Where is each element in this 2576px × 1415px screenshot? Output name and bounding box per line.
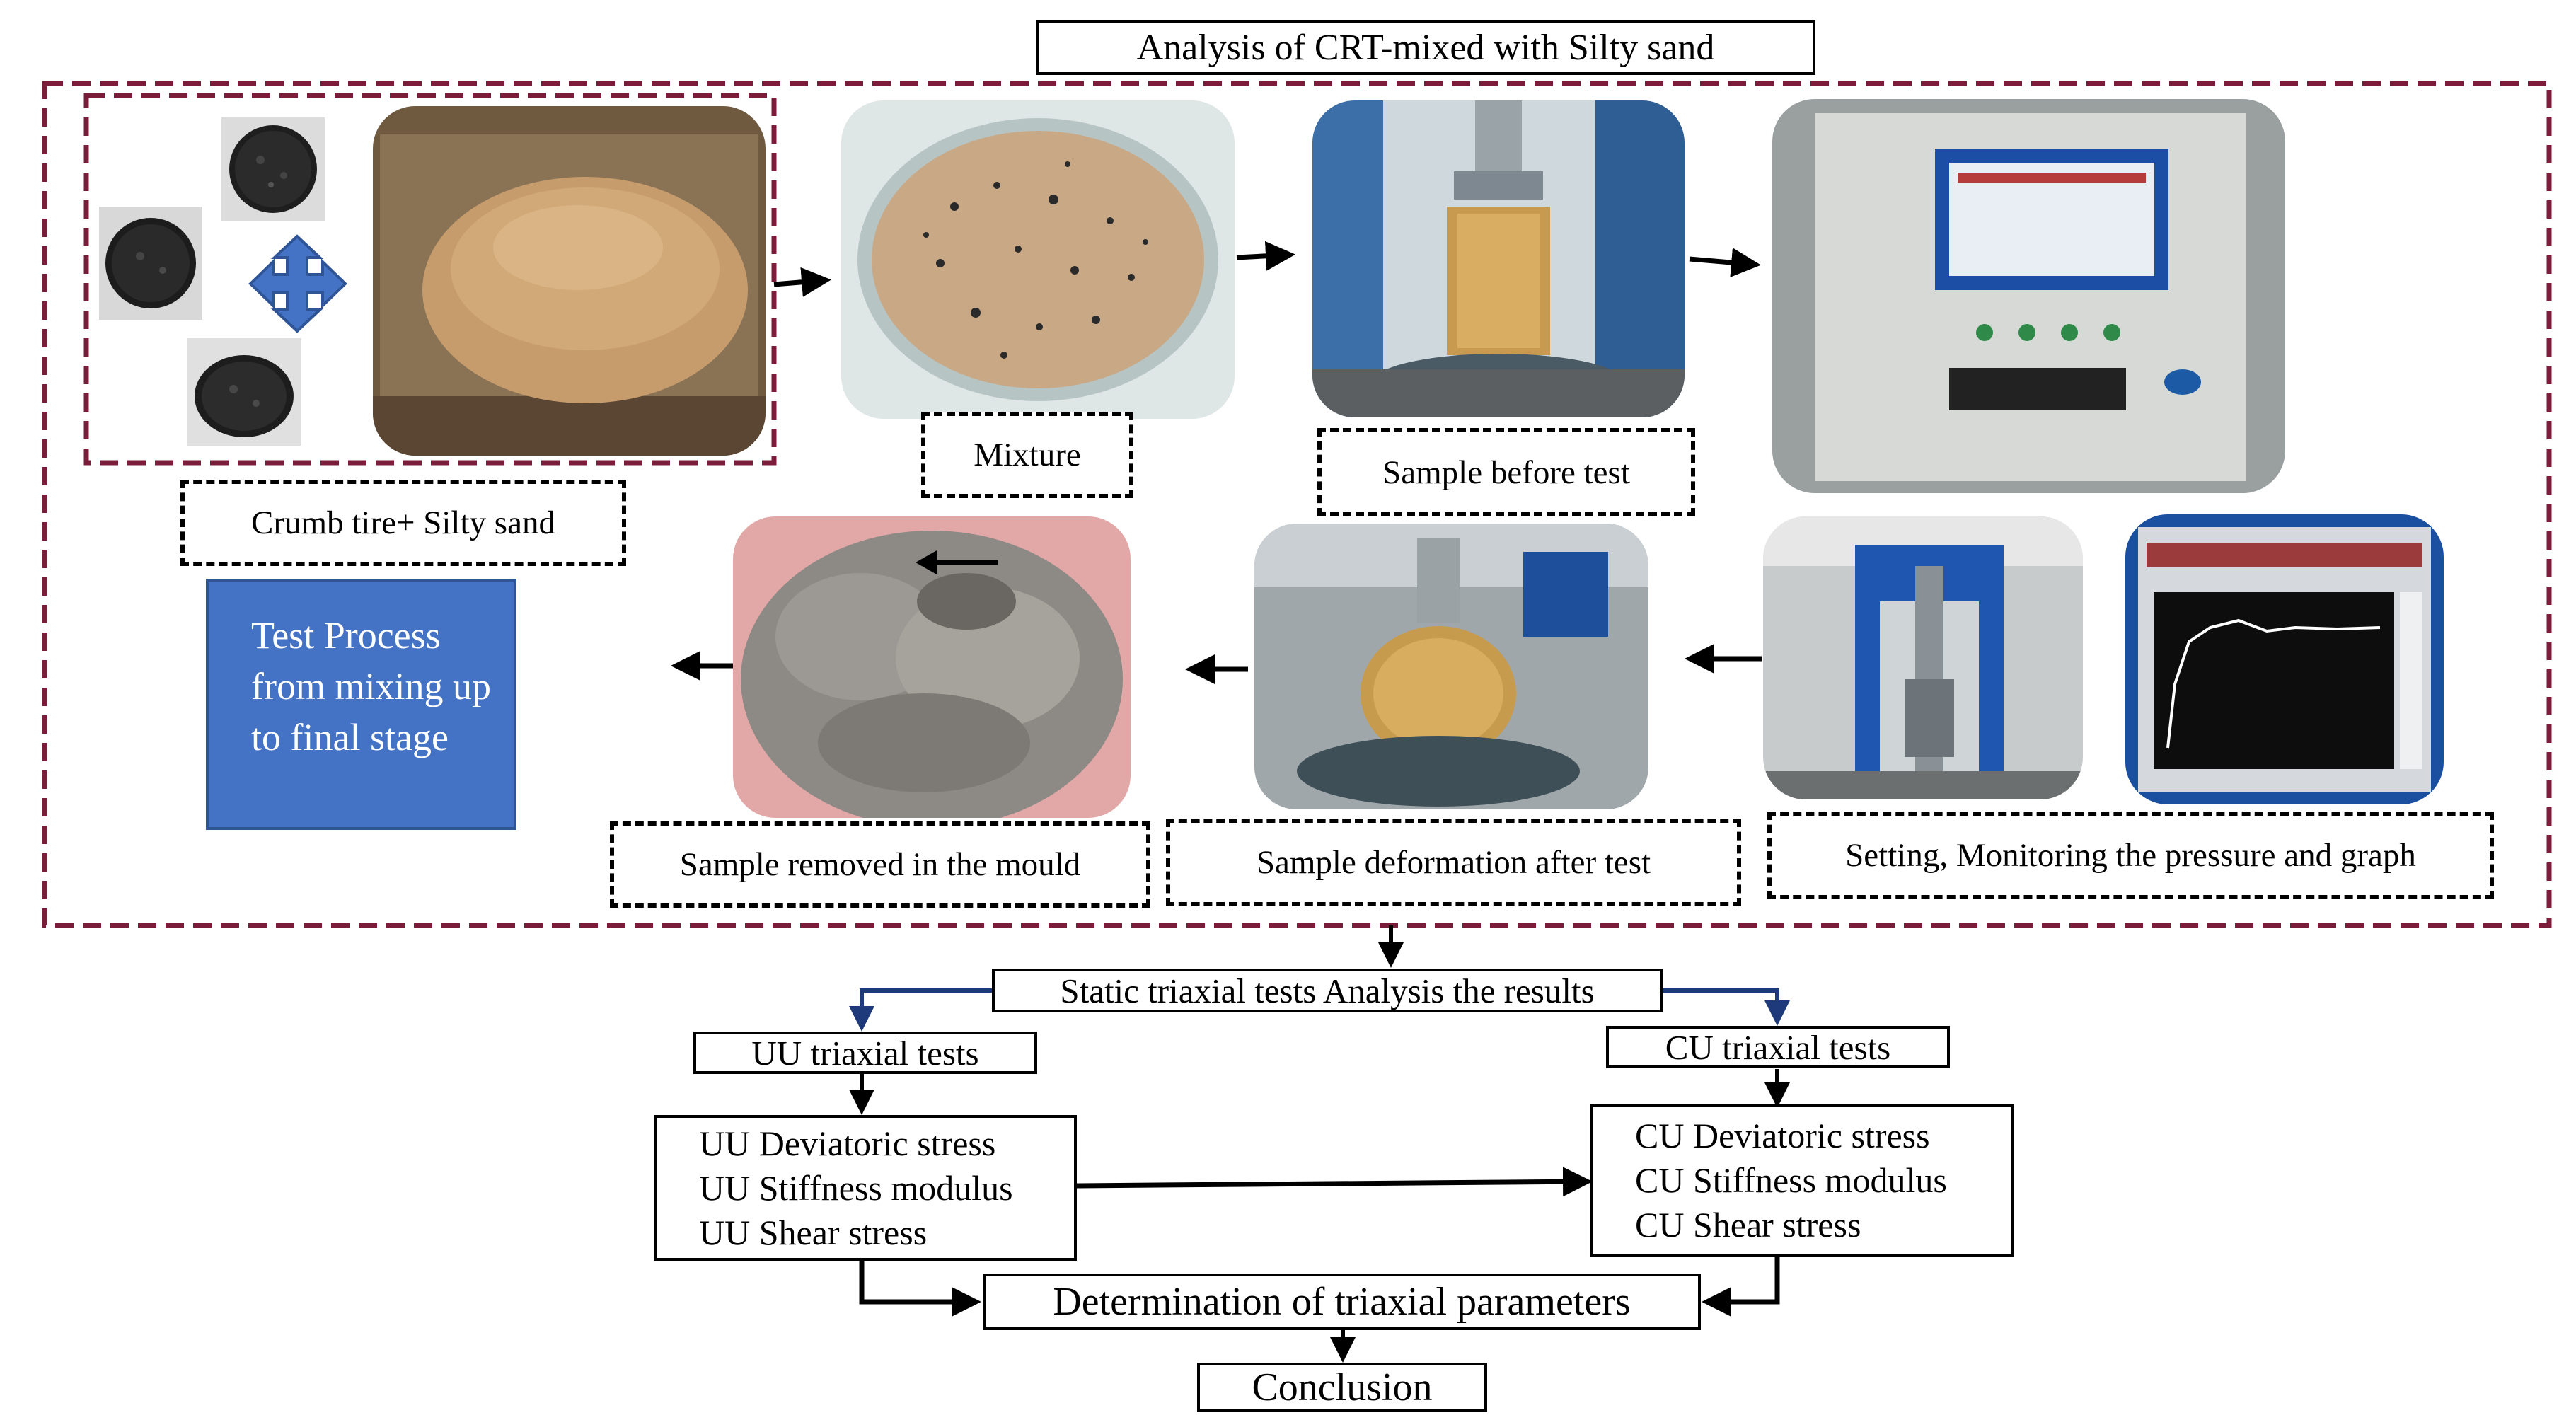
cu-parameters-box: CU Deviatoric stress CU Stiffness modulu… bbox=[1590, 1104, 2014, 1257]
sample-deformation-label: Sample deformation after test bbox=[1166, 819, 1741, 906]
process-frame bbox=[42, 81, 2552, 928]
uu-triaxial-tests-box: UU triaxial tests bbox=[693, 1032, 1037, 1074]
arrow-mixture-to-sample bbox=[1236, 241, 1295, 271]
title-box: Analysis of CRT-mixed with Silty sand bbox=[1036, 20, 1815, 75]
crumb-tire-sample-photo bbox=[221, 117, 325, 221]
sample-before-test-photo bbox=[1312, 100, 1685, 417]
crumb-tire-silty-sand-label: Crumb tire+ Silty sand bbox=[180, 480, 626, 566]
cu-param-line: CU Deviatoric stress bbox=[1635, 1115, 1930, 1155]
sample-before-test-label: Sample before test bbox=[1317, 428, 1695, 516]
arrow-sample-to-computer bbox=[1689, 248, 1761, 277]
arrow-cu-params-to-determination bbox=[1702, 1257, 1780, 1317]
uu-param-line: UU Shear stress bbox=[699, 1212, 928, 1252]
loading-frame-photo bbox=[1763, 516, 2083, 799]
crumb-tire-sample-photo bbox=[99, 207, 202, 320]
silty-sand-photo bbox=[373, 106, 766, 456]
conclusion-box: Conclusion bbox=[1197, 1363, 1487, 1412]
cu-param-line: CU Shear stress bbox=[1635, 1204, 1861, 1244]
cu-triaxial-tests-box: CU triaxial tests bbox=[1606, 1026, 1950, 1068]
static-triaxial-analysis-box: Static triaxial tests Analysis the resul… bbox=[992, 969, 1663, 1012]
pressure-graph-screen-photo bbox=[2125, 514, 2444, 804]
mixture-label: Mixture bbox=[921, 412, 1133, 498]
arrow-uu-params-to-determination bbox=[859, 1261, 981, 1317]
uu-param-line: UU Deviatoric stress bbox=[699, 1123, 996, 1163]
materials-frame bbox=[83, 93, 777, 466]
mixture-photo bbox=[841, 100, 1235, 419]
uu-parameters-box: UU Deviatoric stress UU Stiffness modulu… bbox=[654, 1115, 1077, 1261]
arrow-static-to-cu bbox=[1663, 988, 1790, 1026]
uu-param-line: UU Stiffness modulus bbox=[699, 1167, 1013, 1208]
cu-param-line: CU Stiffness modulus bbox=[1635, 1160, 1947, 1200]
sample-removed-label: Sample removed in the mould bbox=[610, 821, 1150, 908]
crumb-tire-sample-photo bbox=[187, 338, 301, 446]
arrow-uu-params-to-cu-params bbox=[1076, 1167, 1593, 1197]
arrow-static-to-uu bbox=[849, 988, 992, 1032]
removed-photo-arrow bbox=[916, 550, 998, 574]
sample-deformation-photo bbox=[1254, 524, 1648, 809]
control-computer-photo bbox=[1772, 99, 2285, 493]
arrow-materials-to-mixture bbox=[773, 267, 831, 297]
title-text: Analysis of CRT-mixed with Silty sand bbox=[1136, 27, 1715, 68]
sample-removed-photo bbox=[733, 516, 1131, 818]
four-way-arrow-icon bbox=[236, 233, 358, 334]
setting-monitoring-label: Setting, Monitoring the pressure and gra… bbox=[1767, 812, 2494, 899]
test-process-note: Test Process from mixing up to final sta… bbox=[206, 579, 516, 830]
determination-box: Determination of triaxial parameters bbox=[983, 1274, 1701, 1330]
